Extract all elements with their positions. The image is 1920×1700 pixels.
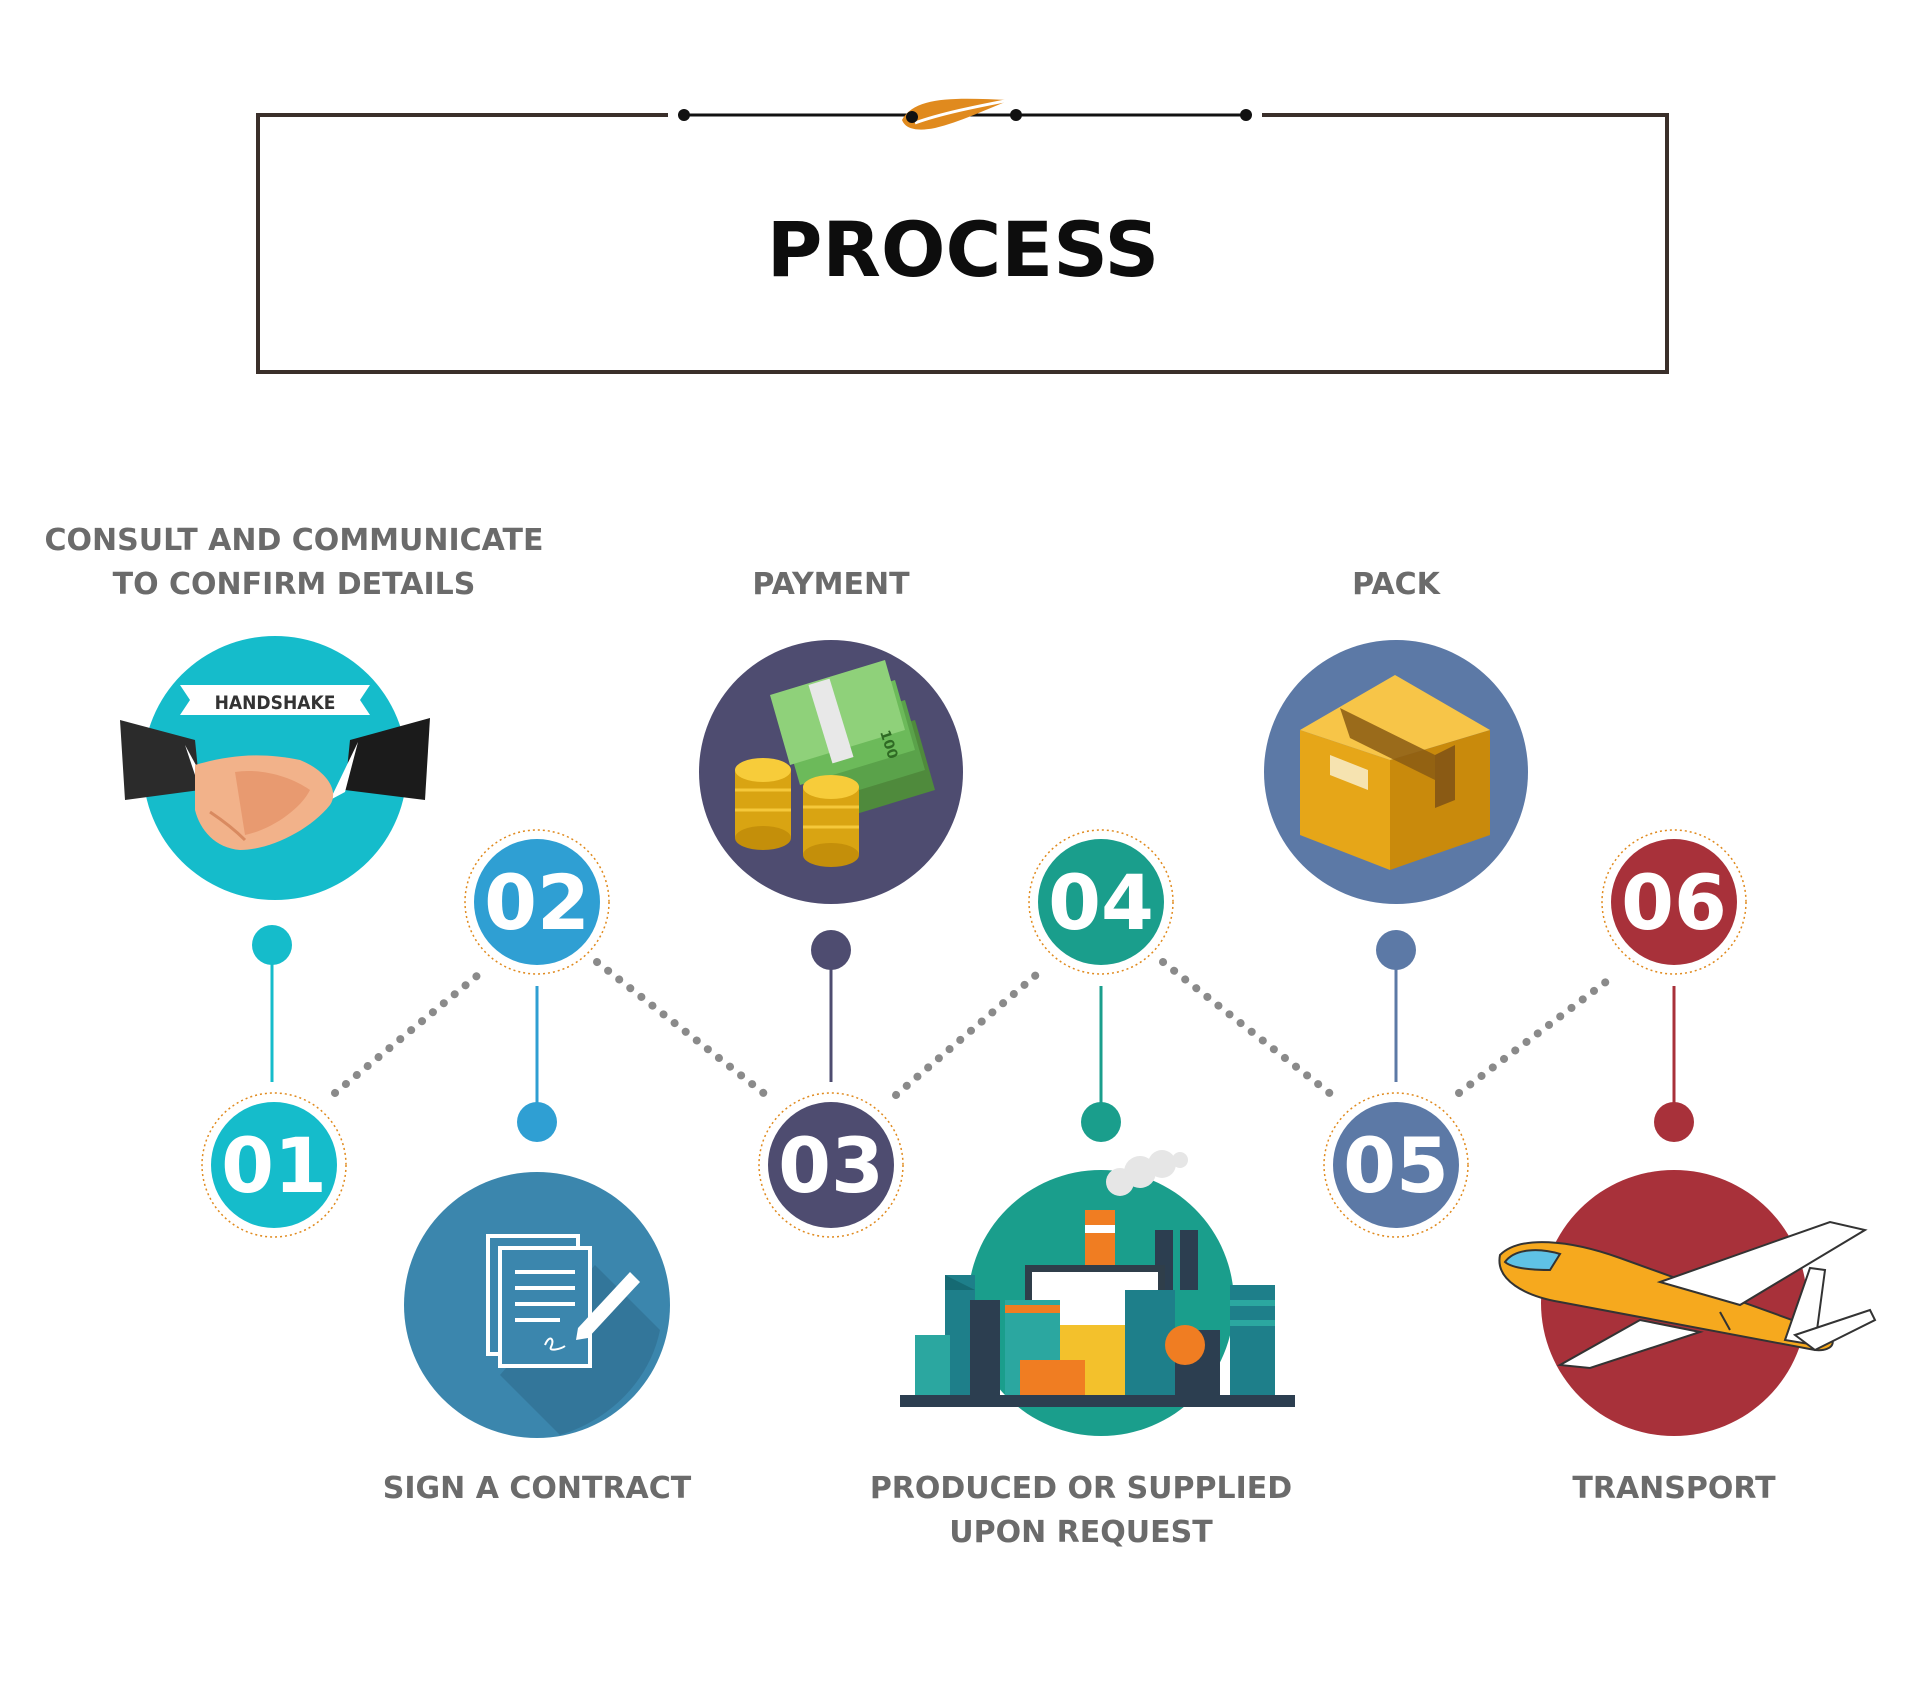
step-06-number: 06: [1621, 858, 1727, 947]
step-06-label: TRANSPORT: [1572, 1471, 1776, 1506]
step-05: PACK 05: [1264, 567, 1528, 1238]
step-01-number: 01: [221, 1121, 327, 1210]
step-02-label: SIGN A CONTRACT: [383, 1471, 692, 1506]
step-04-label-line-2: UPON REQUEST: [949, 1515, 1213, 1550]
step-02-number: 02: [484, 858, 590, 947]
step-03-label: PAYMENT: [752, 567, 910, 602]
factory-icon: [900, 1150, 1295, 1436]
page-title: PROCESS: [767, 205, 1160, 294]
step-01-label-line-2: TO CONFIRM DETAILS: [113, 567, 476, 602]
handshake-banner-text: HANDSHAKE: [215, 692, 336, 714]
title-frame: PROCESS: [256, 96, 1669, 374]
step-01-label-line-1: CONSULT AND COMMUNICATE: [44, 523, 543, 558]
step-04-label-line-1: PRODUCED OR SUPPLIED: [870, 1471, 1292, 1506]
step-06: 06 TRANSPORT: [1498, 829, 1877, 1506]
contract-icon: [404, 1172, 670, 1438]
step-04-number: 04: [1048, 858, 1154, 947]
handshake-icon: HANDSHAKE: [120, 636, 430, 900]
package-icon: [1264, 640, 1528, 904]
step-01: CONSULT AND COMMUNICATE TO CONFIRM DETAI…: [44, 523, 544, 1238]
ornament-icon: [678, 96, 1252, 130]
airplane-icon: [1498, 1170, 1877, 1436]
dotted-connectors: [331, 958, 1619, 1099]
step-04: 04: [870, 829, 1295, 1550]
step-03-number: 03: [778, 1121, 884, 1210]
step-03: PAYMENT 100: [699, 567, 963, 1238]
money-icon: 100: [699, 640, 963, 904]
step-05-number: 05: [1343, 1121, 1449, 1210]
step-02: 02 SIGN A CONTRACT: [383, 829, 692, 1506]
step-05-label: PACK: [1352, 567, 1441, 602]
